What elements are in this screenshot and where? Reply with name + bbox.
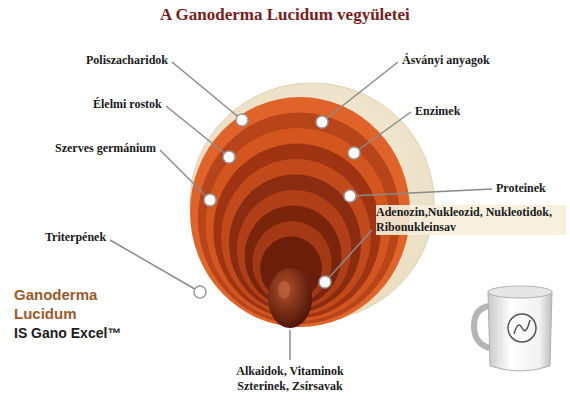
mug-handle: [474, 306, 490, 348]
leader-line: [354, 112, 411, 153]
leader-dot: [316, 116, 328, 128]
leader-line: [110, 240, 200, 292]
leader-dot: [194, 286, 206, 298]
component-label: Szerves germánium: [55, 141, 156, 156]
leader-line: [322, 62, 398, 122]
brand-name: Ganoderma: [14, 286, 97, 304]
leader-dot: [319, 276, 331, 288]
component-label: Adenozin,Nukleozid, Nukleotidok, Ribonuk…: [376, 205, 566, 235]
component-label: Proteinek: [496, 181, 546, 196]
component-label: Élelmi rostok: [93, 97, 162, 112]
leader-dot: [204, 194, 216, 206]
leader-dot: [348, 147, 360, 159]
component-label: Ásványi anyagok: [402, 53, 490, 68]
mug-logo: [508, 314, 536, 342]
leader-line: [160, 150, 210, 200]
leader-dot: [223, 151, 235, 163]
diagram-title: A Ganoderma Lucidum vegyületei: [160, 5, 410, 25]
mushroom-stem: [268, 268, 312, 328]
component-label: Poliszacharidok: [86, 53, 168, 68]
brand-name: IS Gano Excel™: [14, 324, 121, 342]
leader-dot: [236, 114, 248, 126]
mug-icon: [474, 286, 552, 371]
component-label: Triterpének: [45, 230, 106, 245]
leader-dots: [194, 114, 360, 298]
leader-line: [325, 230, 372, 282]
leader-line: [166, 106, 229, 157]
leader-line: [172, 62, 242, 120]
brand-name: Lucidum: [14, 305, 77, 323]
mug-logo: [514, 320, 530, 334]
mug-rim: [488, 286, 552, 298]
component-label: Alkaidok, Vitaminok Szterinek, Zsírsavak: [215, 364, 365, 394]
mug-body: [488, 292, 552, 371]
leader-line: [350, 189, 492, 196]
component-label: Enzimek: [415, 104, 460, 119]
leader-dot: [344, 190, 356, 202]
stem-highlight: [278, 281, 290, 299]
leader-line: [289, 330, 291, 360]
